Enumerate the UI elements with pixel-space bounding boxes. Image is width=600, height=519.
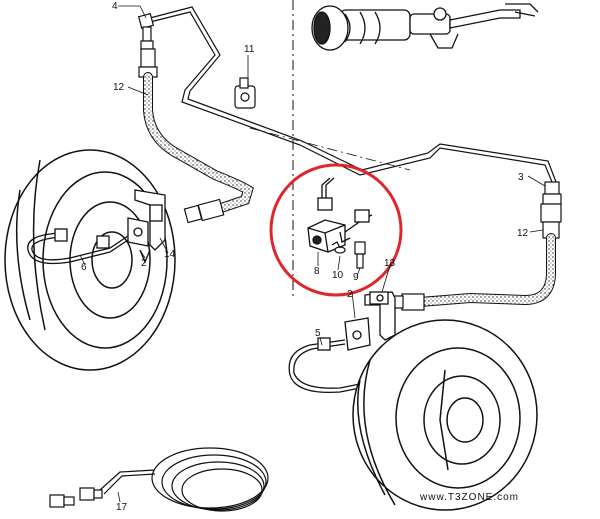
- brake-pipe-6-left: [27, 228, 129, 265]
- label-11: 11: [244, 44, 255, 55]
- brake-hose-12-left: [138, 48, 254, 224]
- wheel-left: [4, 149, 176, 371]
- part-labels: 4 11 12 3 12 14 2 6 8 10 9 13 2 5 17: [81, 1, 529, 513]
- brake-hose-12-right: [392, 181, 562, 311]
- label-9: 9: [353, 272, 359, 283]
- label-10: 10: [332, 270, 344, 281]
- label-12-left: 12: [113, 82, 125, 93]
- distribution-block: [307, 177, 373, 253]
- label-8: 8: [314, 266, 320, 277]
- label-14: 14: [164, 249, 176, 260]
- label-17: 17: [116, 502, 128, 513]
- label-13: 13: [384, 258, 396, 269]
- coiled-brake-line-17: [99, 447, 269, 512]
- label-2-left: 2: [141, 258, 147, 269]
- label-2-right: 2: [347, 289, 353, 300]
- label-5: 5: [315, 328, 321, 339]
- master-cylinder: [311, 3, 539, 51]
- diagonal-axis-line: [249, 127, 411, 171]
- fitting-4: [137, 12, 155, 50]
- label-12-right: 12: [517, 228, 529, 239]
- wheel-right: [352, 319, 538, 511]
- clip-11: [234, 77, 256, 109]
- fittings-bottom: [49, 487, 103, 508]
- label-6: 6: [81, 262, 87, 273]
- washer-10: [331, 241, 346, 254]
- leader-lines: [79, 5, 546, 503]
- label-4: 4: [112, 1, 118, 12]
- label-3: 3: [518, 172, 524, 183]
- bolt-9: [354, 241, 366, 269]
- bracket-left: [127, 189, 166, 264]
- brake-pipe-4: [149, 6, 557, 183]
- bracket-right: [344, 291, 396, 351]
- highlight-circle: [269, 163, 403, 297]
- watermark: www.T3ZONE.com: [419, 492, 519, 503]
